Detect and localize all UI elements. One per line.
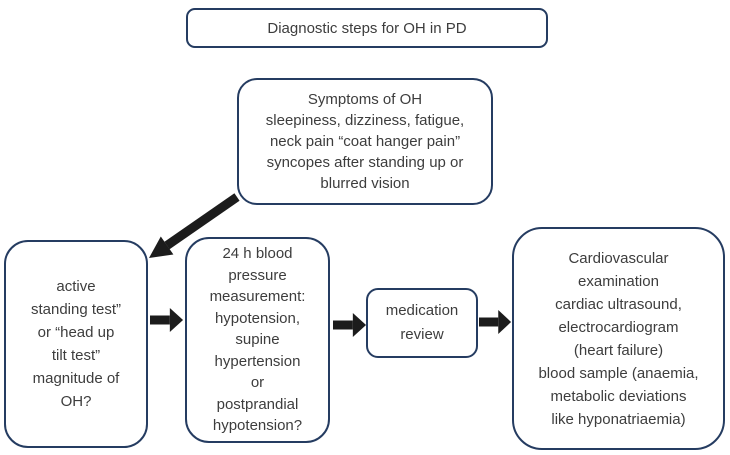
symptoms-line: neck pain “coat hanger pain”: [269, 133, 461, 150]
standing-test-line: standing test”: [30, 301, 122, 318]
bp-line: hypertension: [214, 352, 301, 370]
bp-line: or: [250, 374, 265, 392]
bp-line: measurement:: [209, 288, 306, 306]
cardio-line: Cardiovascular: [568, 249, 669, 267]
arrow-symptoms-to-standing-test-icon: [149, 193, 240, 258]
cardio-line: examination: [578, 272, 659, 290]
cardio-line: (heart failure): [573, 341, 664, 359]
flow-node-bp-measurement: 24 h blood pressure measurement: hypoten…: [185, 237, 330, 443]
flow-node-title: Diagnostic steps for OH in PD: [186, 8, 548, 48]
symptoms-line: syncopes after standing up or: [266, 154, 464, 171]
medication-review-line: review: [400, 326, 444, 343]
arrow-bp-to-medication-icon: [333, 313, 367, 337]
standing-test-line: magnitude of: [32, 370, 120, 387]
standing-test-line: or “head up: [37, 324, 115, 341]
title-label: Diagnostic steps for OH in PD: [267, 19, 467, 37]
flow-node-cardiovascular-workup: Cardiovascular examination cardiac ultra…: [512, 227, 725, 450]
flow-node-standing-tilt-test: active standing test” or “head up tilt t…: [4, 240, 148, 448]
cardio-line: cardiac ultrasound,: [555, 295, 682, 313]
flow-node-medication-review: medication review: [366, 288, 478, 358]
medication-review-line: medication: [385, 302, 459, 319]
arrow-medication-to-cardio-icon: [479, 310, 512, 334]
bp-line: postprandial: [216, 395, 299, 413]
cardio-line: electrocardiogram: [558, 318, 679, 336]
standing-test-line: OH?: [60, 393, 92, 410]
symptoms-line: blurred vision: [320, 175, 410, 192]
bp-line: hypotension?: [212, 417, 303, 435]
bp-line: supine: [235, 331, 280, 349]
cardio-line: blood sample (anaemia,: [538, 364, 699, 382]
symptoms-line: sleepiness, dizziness, fatigue,: [265, 112, 465, 129]
cardio-line: metabolic deviations: [550, 387, 687, 405]
standing-test-line: active: [56, 278, 96, 295]
bp-line: hypotension,: [214, 309, 301, 327]
symptoms-line: Symptoms of OH: [307, 91, 423, 108]
bp-line: pressure: [228, 266, 287, 284]
arrow-standing-test-to-bp-icon: [150, 308, 184, 332]
standing-test-line: tilt test”: [51, 347, 101, 364]
cardio-line: like hyponatriaemia): [551, 410, 686, 428]
bp-line: 24 h blood: [222, 245, 293, 263]
flow-node-symptoms: Symptoms of OH sleepiness, dizziness, fa…: [237, 78, 493, 205]
